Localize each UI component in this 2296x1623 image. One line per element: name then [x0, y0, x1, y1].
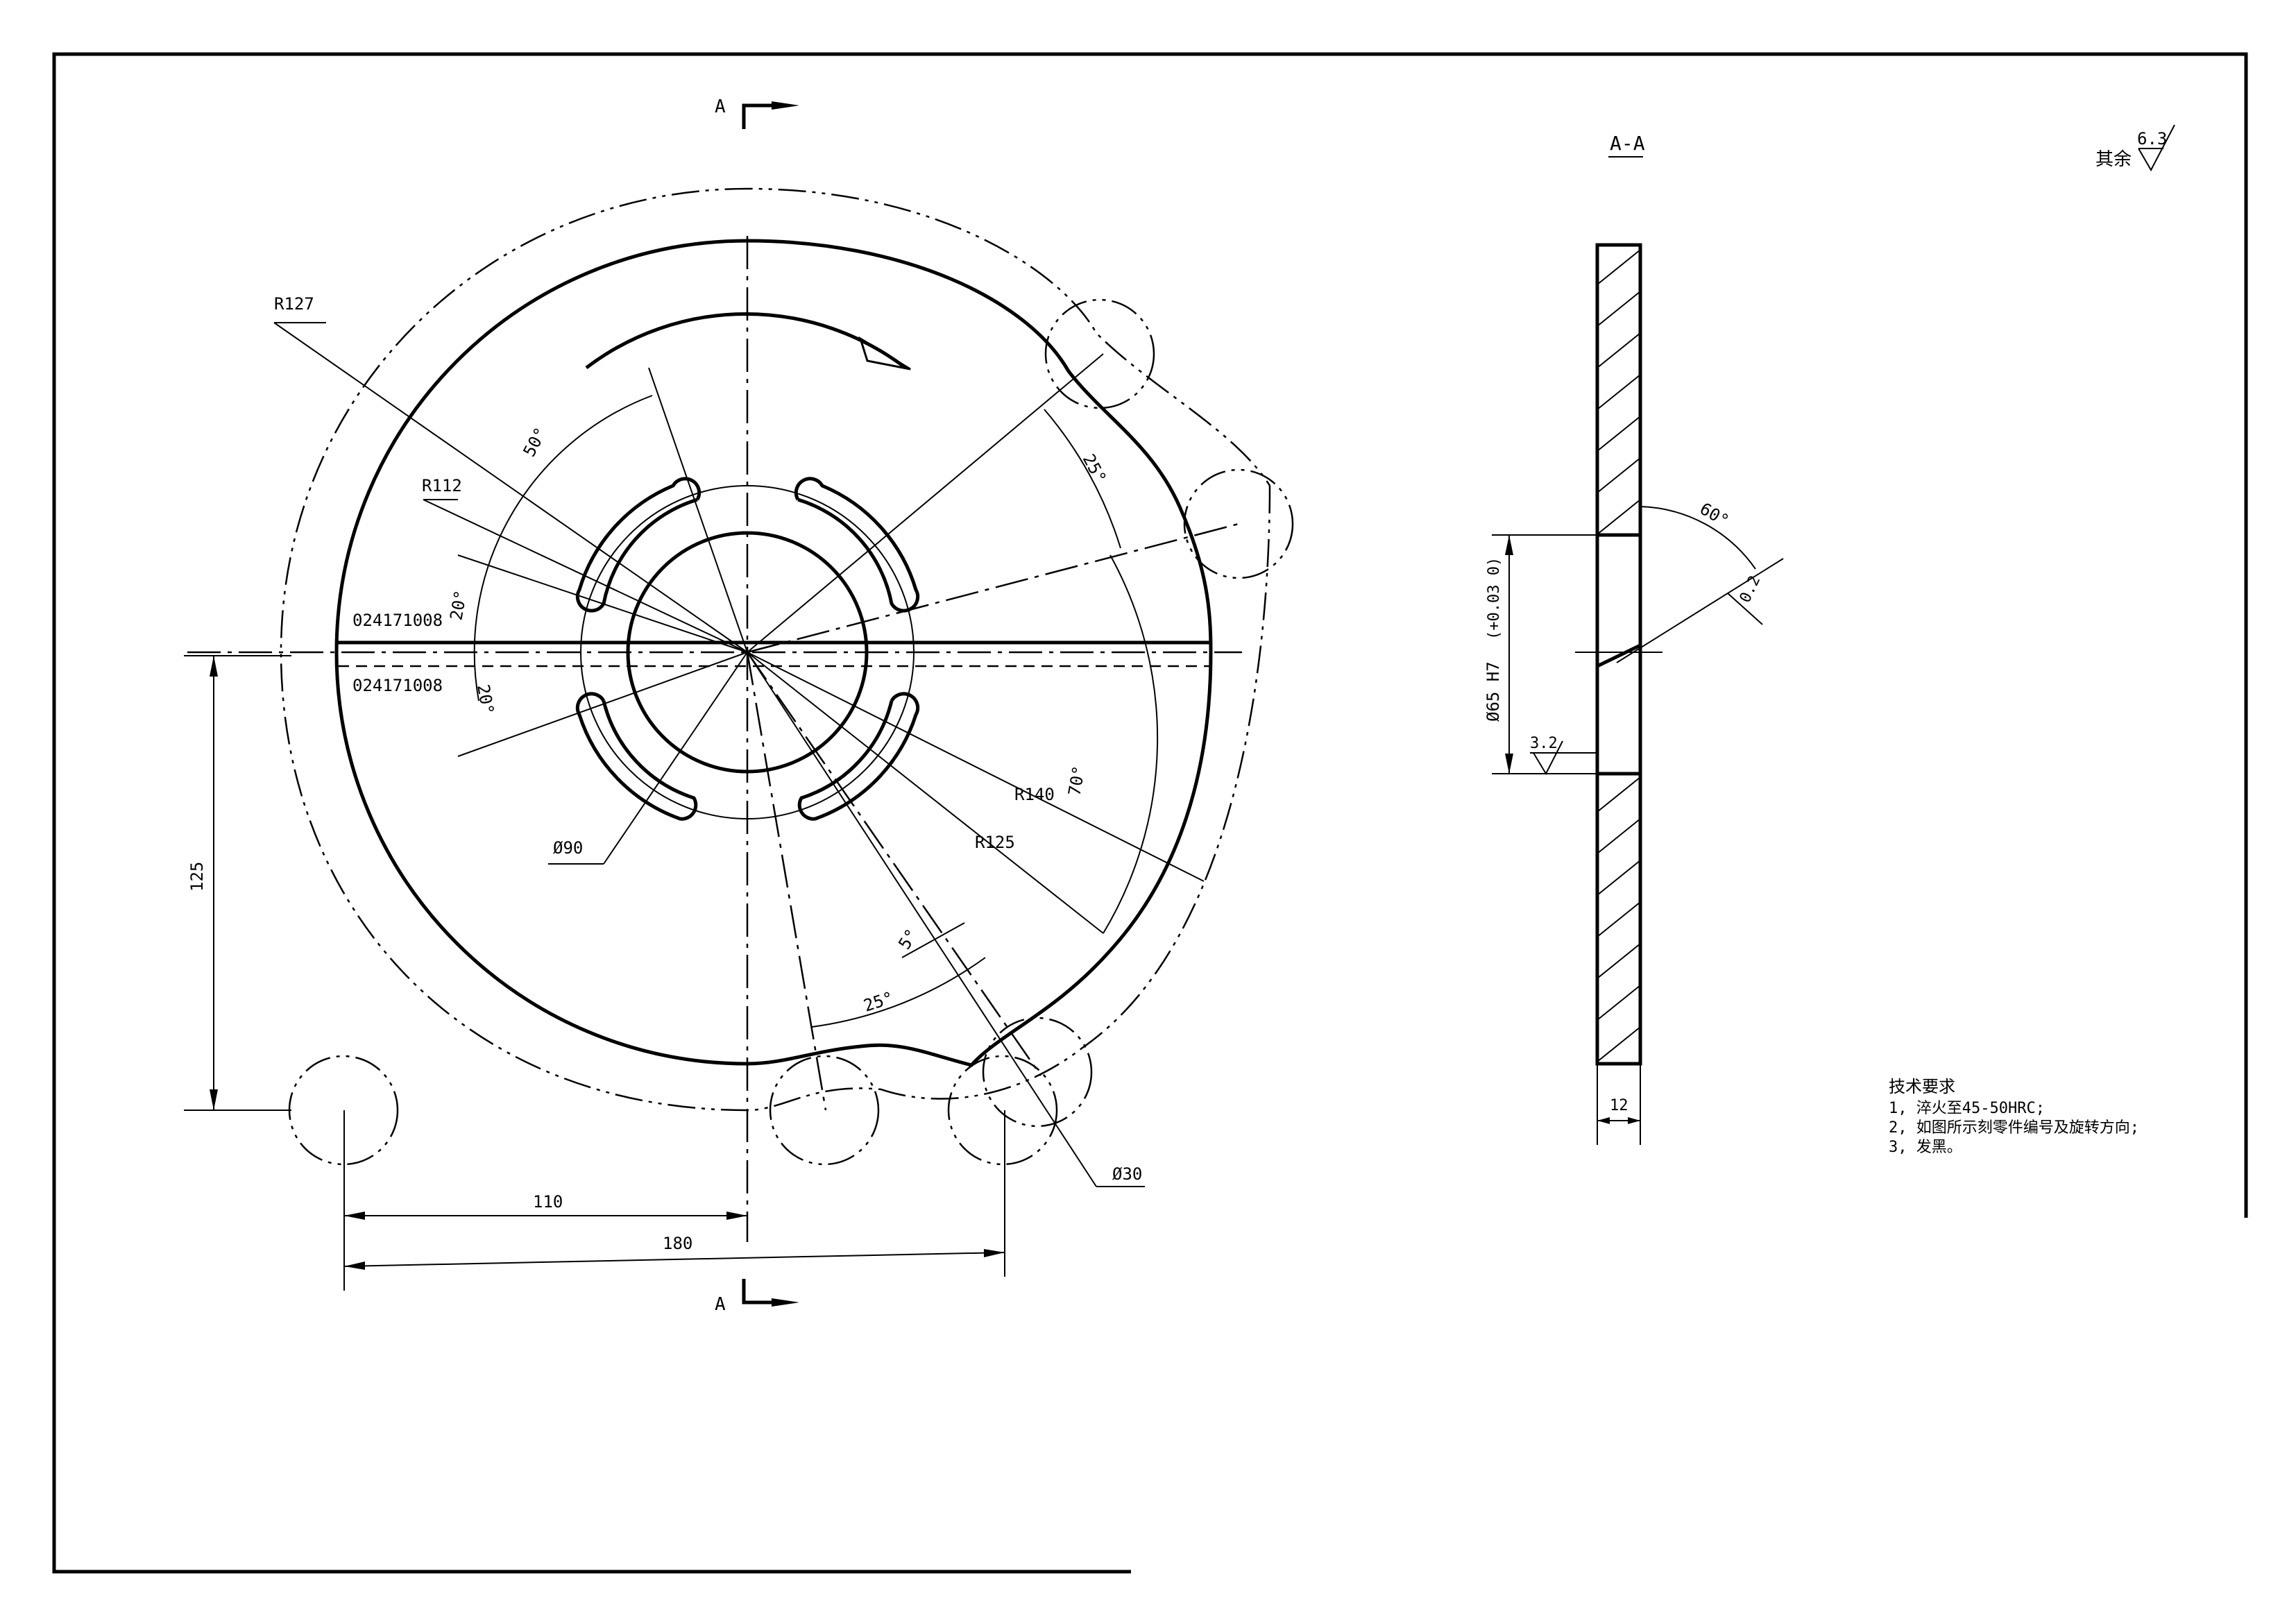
dim-angle-20-lower: 20°	[473, 683, 498, 716]
surface-finish-value: 6.3	[2137, 129, 2167, 148]
dim-angle-50: 50°	[520, 424, 551, 459]
dim-125: 125	[187, 862, 207, 892]
slot-pitch-circle	[580, 485, 915, 819]
dim-bore: Ø65 H7	[1483, 661, 1503, 722]
roughness-symbol-3-2: 3.2	[1530, 735, 1597, 776]
technical-requirements: 技术要求 1, 淬火至45-50HRC; 2, 如图所示刻零件编号及旋转方向; …	[1889, 1077, 2139, 1156]
dim-angle-60: 60°	[1697, 499, 1733, 531]
dim-chamfer: 0.2	[1737, 573, 1764, 606]
part-number-lower: 024171008	[352, 676, 443, 695]
linear-dimensions: 125 110 180	[184, 655, 1005, 1291]
dim-angle-70: 70°	[1064, 764, 1089, 797]
arc-slot-upper-left	[575, 477, 701, 613]
tech-req-line-2: 2, 如图所示刻零件编号及旋转方向;	[1889, 1119, 2139, 1137]
roughness-value: 3.2	[1530, 735, 1558, 752]
tech-req-line-3: 3, 发黑。	[1889, 1139, 1962, 1156]
dim-180: 180	[663, 1234, 692, 1253]
dim-thickness: 12	[1610, 1097, 1629, 1114]
bore-circle	[626, 531, 869, 774]
roller-circle-5	[769, 1055, 880, 1166]
dim-dia90: Ø90	[553, 838, 583, 858]
cam-envelope-phantom	[280, 187, 1271, 1112]
cam-plate-front-view	[187, 187, 1294, 1242]
surface-finish-note: 其余 6.3	[2095, 124, 2175, 172]
roller-circle-1	[1044, 298, 1155, 409]
arc-slot-lower-right	[797, 692, 920, 821]
dim-r127: R127	[274, 294, 314, 314]
dim-110: 110	[533, 1192, 563, 1212]
section-hatch-top	[1597, 249, 1641, 535]
tech-req-line-1: 1, 淬火至45-50HRC;	[1889, 1100, 2045, 1117]
section-view-title: A-A	[1610, 132, 1645, 155]
surface-finish-label: 其余	[2095, 149, 2132, 170]
arc-slot-lower-left	[575, 692, 698, 821]
rotation-arrow-head	[858, 336, 911, 371]
roller-circle-2	[1183, 468, 1294, 579]
section-mark-bottom: A	[715, 1294, 726, 1315]
arc-slot-upper-right	[794, 477, 920, 613]
rotation-direction-arc	[585, 312, 907, 369]
part-number-upper: 024171008	[352, 611, 443, 630]
section-mark-top: A	[715, 96, 726, 117]
dim-angle-25-bottom: 25°	[861, 988, 896, 1016]
drawing-frame	[52, 52, 2248, 1574]
section-hatch-bottom	[1597, 776, 1641, 1062]
dim-r140: R140	[1014, 785, 1055, 804]
dim-angle-20-upper: 20°	[446, 588, 470, 622]
tech-req-title: 技术要求	[1889, 1077, 1955, 1096]
section-arrow-top: A	[715, 96, 799, 129]
cam-plate-outline	[334, 239, 1213, 1067]
dim-angle-25-top: 25°	[1079, 451, 1110, 486]
dim-r112: R112	[422, 476, 462, 495]
section-view-a-a: A-A	[1483, 132, 1784, 1145]
section-arrow-bottom: A	[715, 1279, 799, 1315]
dim-bore-tolerance: (+0.03 0)	[1486, 557, 1503, 640]
roller-circle-3	[982, 1017, 1093, 1128]
roller-circle-4	[947, 1055, 1058, 1166]
dim-dia30: Ø30	[1112, 1164, 1142, 1184]
dim-r125: R125	[975, 833, 1015, 852]
